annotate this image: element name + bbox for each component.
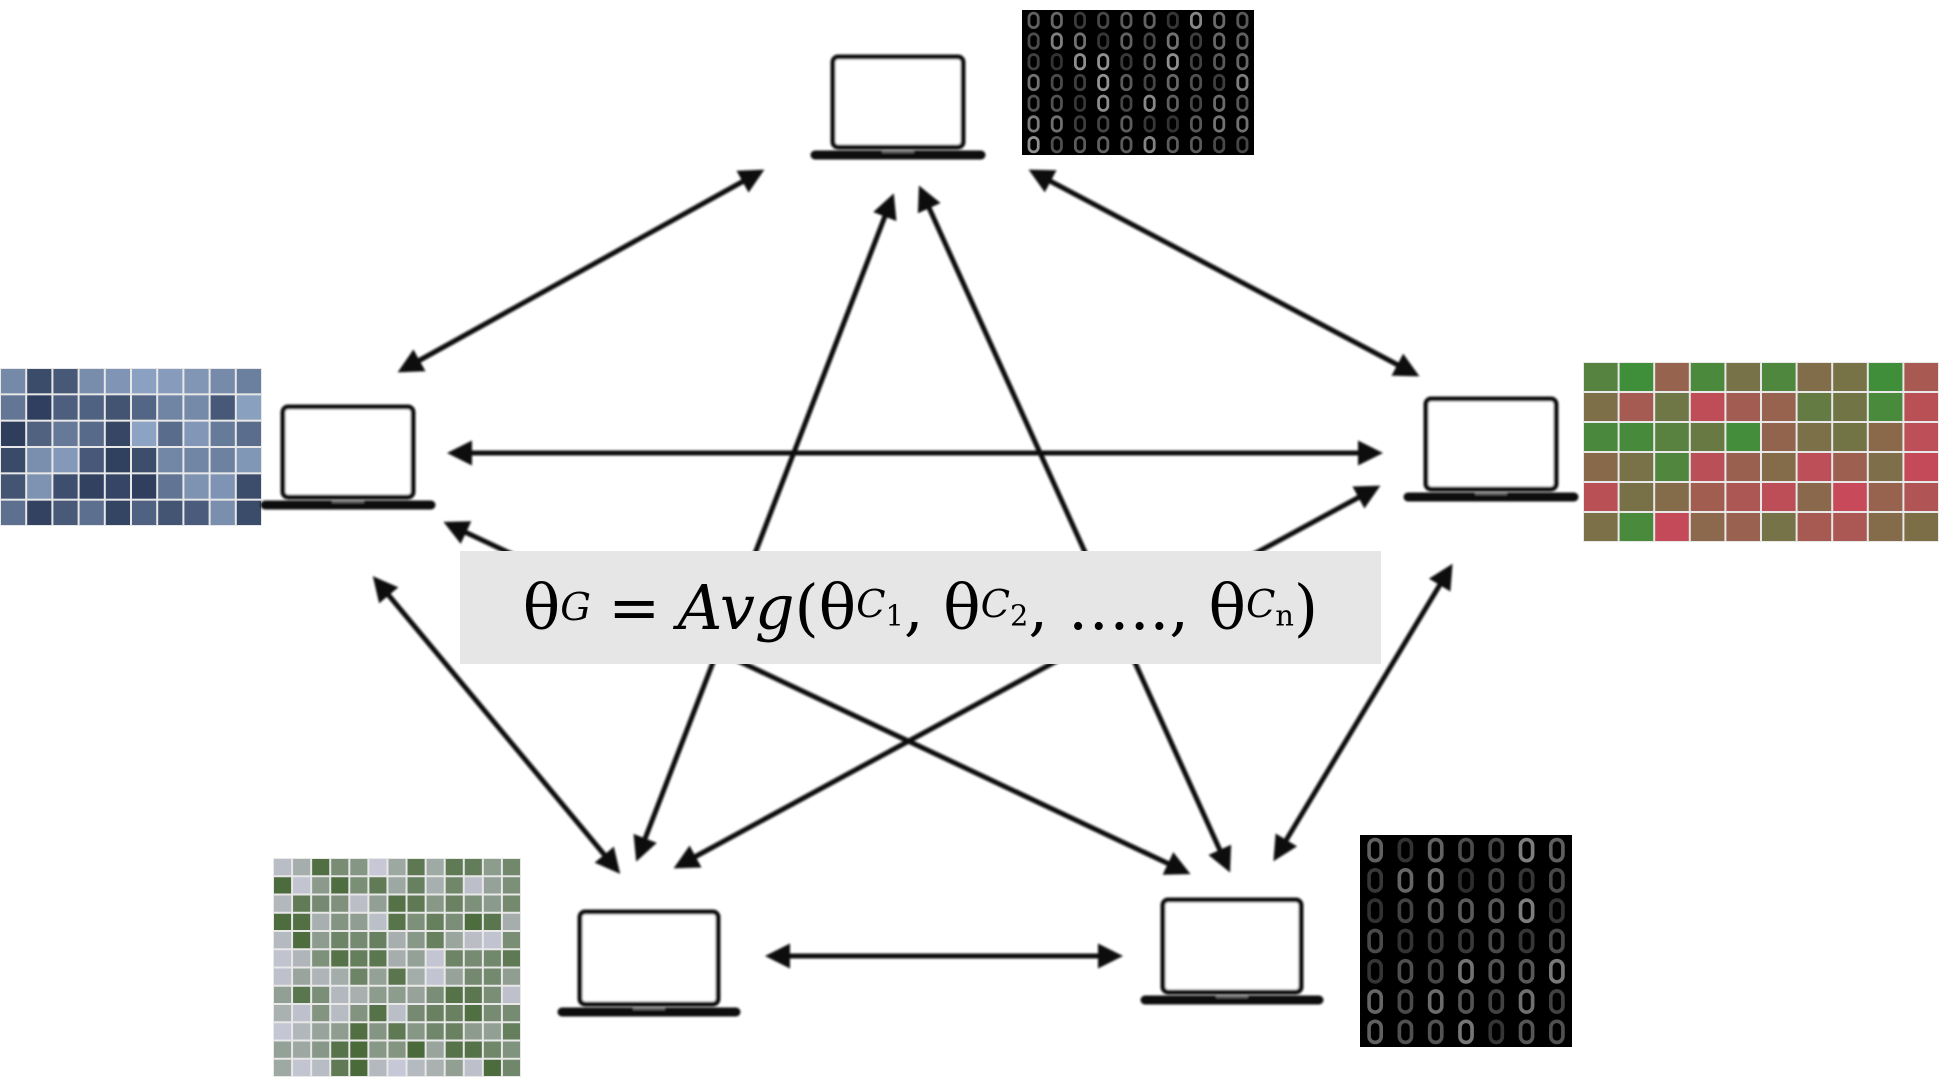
bidirectional-arrow bbox=[397, 169, 765, 373]
avg-function: Avg bbox=[677, 571, 795, 644]
client-laptops bbox=[260, 54, 1579, 1017]
open-paren: ( bbox=[794, 571, 819, 644]
dataset-grid bbox=[273, 858, 521, 1077]
global-subscript: G bbox=[560, 585, 591, 630]
close-paren: ) bbox=[1293, 571, 1319, 644]
dataset-grid bbox=[1360, 835, 1572, 1047]
client1-subscript: C1 bbox=[856, 582, 904, 633]
bidirectional-arrow bbox=[372, 576, 621, 874]
dataset-grid bbox=[0, 368, 262, 526]
clientn-theta: θ bbox=[1208, 571, 1246, 644]
separator-2: , bbox=[1028, 571, 1049, 644]
equals-sign: = bbox=[608, 571, 661, 644]
dataset-grid bbox=[1583, 362, 1939, 542]
bidirectional-arrow bbox=[1273, 563, 1453, 862]
separator-1: , bbox=[903, 571, 924, 644]
ellipsis: ….., bbox=[1067, 571, 1189, 644]
client2-theta: θ bbox=[943, 571, 981, 644]
laptop-icon bbox=[1403, 396, 1579, 502]
dataset-grid bbox=[1022, 10, 1254, 155]
clientn-subscript: Cn bbox=[1245, 582, 1294, 633]
bidirectional-arrow bbox=[633, 193, 897, 862]
dataset-thumbnails bbox=[0, 10, 1939, 1077]
client2-subscript: C2 bbox=[980, 582, 1029, 633]
client1-theta: θ bbox=[818, 571, 857, 644]
bidirectional-arrow bbox=[673, 485, 1381, 869]
laptop-icon bbox=[557, 909, 741, 1017]
bidirectional-arrow bbox=[1028, 169, 1420, 377]
laptop-icon bbox=[260, 404, 436, 510]
laptop-icon bbox=[1140, 897, 1324, 1005]
global-theta: θ bbox=[522, 571, 561, 644]
laptop-icon bbox=[810, 54, 986, 160]
